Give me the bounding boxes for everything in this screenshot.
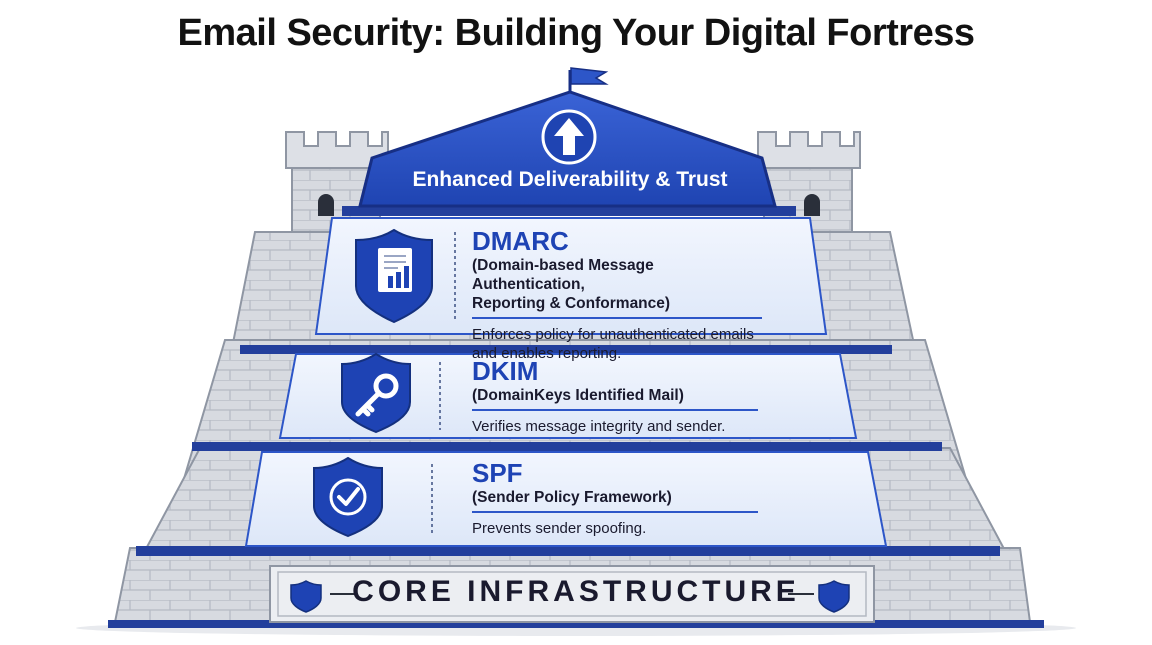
base-plaque [269,565,875,623]
panel-dividers [431,232,456,536]
layer-description: Enforces policy for unauthenticated emai… [472,326,754,343]
layer-name: DKIM [472,356,539,386]
dmarc-panel [314,217,828,335]
layer-description: Verifies message integrity and sender. [472,418,726,435]
key-shield-icon [341,352,411,434]
layer-full-name: Reporting & Conformance) [472,295,671,312]
layer-dmarc: DMARC (Domain-based Message Authenticati… [472,226,762,363]
spf-panel [244,451,888,547]
layer-full-name: (DomainKeys Identified Mail) [472,387,684,404]
document-chart-shield-icon [355,228,433,324]
dkim-panel [278,353,858,439]
layer-full-name: (Sender Policy Framework) [472,489,672,506]
flag-icon [570,67,609,85]
layer-name: SPF [472,458,523,488]
page-title: Email Security: Building Your Digital Fo… [177,12,975,54]
layer-description: Prevents sender spoofing. [472,520,647,537]
layer-divider [472,317,762,319]
layer-full-name: (Domain-based Message Authentication, [472,257,654,293]
shield-icon [818,580,850,613]
layer-dkim: DKIM (DomainKeys Identified Mail) Verifi… [472,356,758,436]
shield-icon [290,580,322,613]
layer-spf: SPF (Sender Policy Framework) Prevents s… [472,458,758,538]
layer-divider [472,409,758,411]
ledges [108,206,1044,628]
up-arrow-icon [541,109,597,165]
layer-description: and enables reporting. [472,345,622,362]
layer-divider [472,511,758,513]
top-label: Enhanced Deliverability & Trust [412,168,728,191]
checkmark-shield-icon [313,456,383,538]
layer-name: DMARC [472,226,569,256]
base-label: CORE INFRASTRUCTURE [352,575,800,608]
